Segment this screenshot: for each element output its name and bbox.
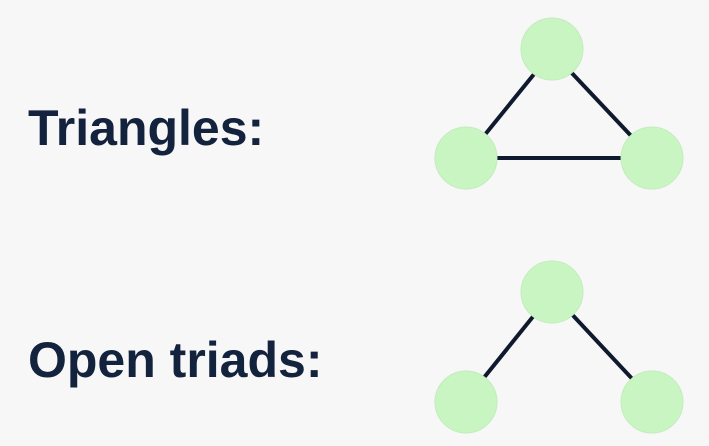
open-triad-graph	[434, 260, 684, 434]
open-triads-label: Open triads:	[28, 332, 323, 388]
triangle-graph	[434, 17, 684, 190]
open-triad-node-left	[434, 370, 498, 434]
triangle-node-right	[620, 126, 684, 190]
triangle-node-left	[434, 126, 498, 190]
open-triad-node-right	[620, 370, 684, 434]
open-triad-node-top	[520, 260, 584, 324]
triangle-node-top	[520, 17, 584, 81]
triangles-label: Triangles:	[28, 100, 265, 156]
